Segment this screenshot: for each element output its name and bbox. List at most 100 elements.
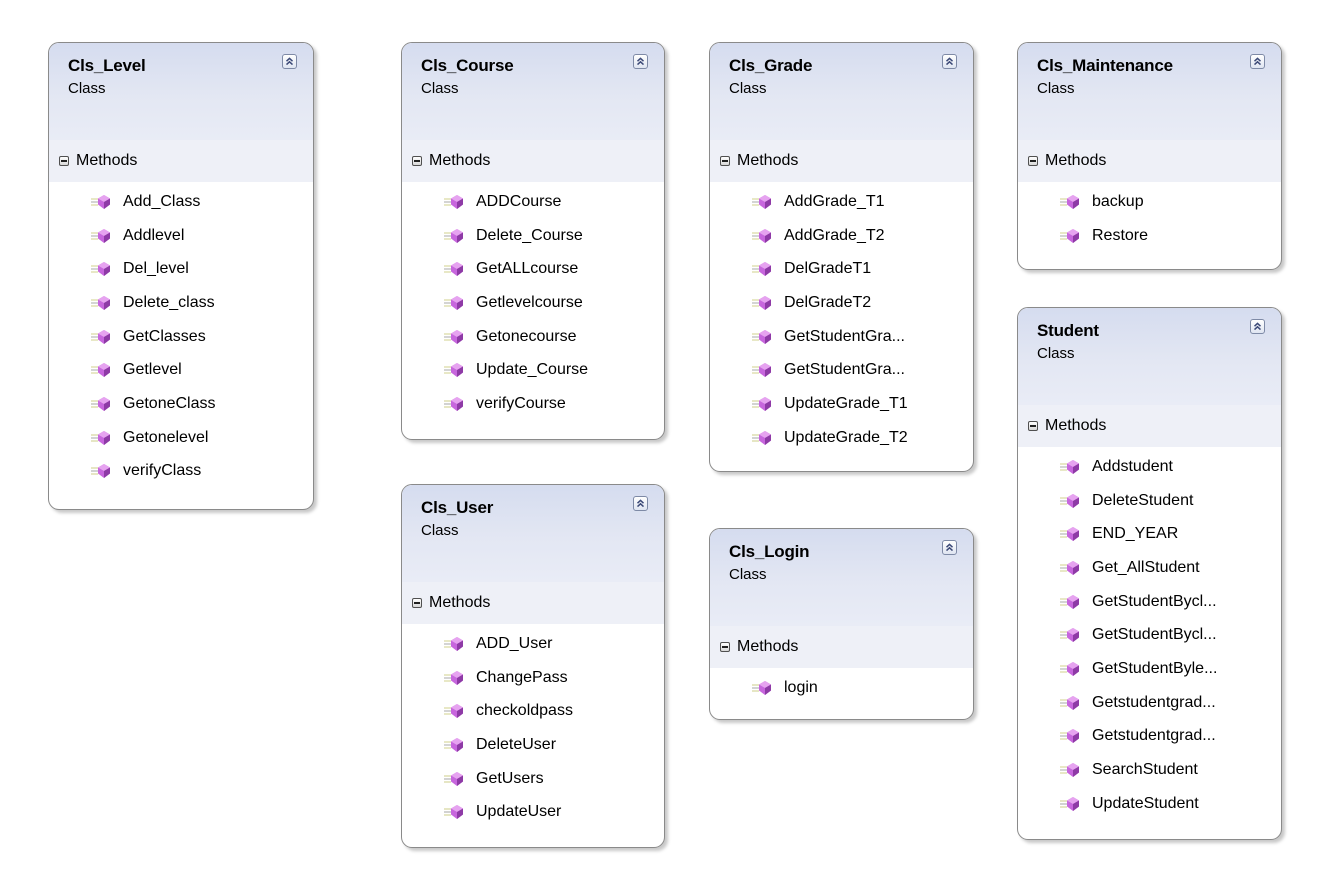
- method-item[interactable]: DelGradeT1: [710, 252, 973, 286]
- method-item[interactable]: Get_AllStudent: [1018, 551, 1281, 585]
- method-item[interactable]: Addlevel: [49, 219, 313, 253]
- collapse-chevron-up-icon[interactable]: [1250, 319, 1265, 334]
- method-item[interactable]: GetClasses: [49, 320, 313, 354]
- public-method-icon: [752, 329, 771, 344]
- method-name: GetUsers: [476, 769, 544, 787]
- method-item[interactable]: verifyCourse: [402, 387, 664, 421]
- method-item[interactable]: GetStudentByle...: [1018, 652, 1281, 686]
- method-item[interactable]: Delete_Course: [402, 219, 664, 253]
- class-box-cls-user[interactable]: Cls_User Class Methods ADD_User: [401, 484, 665, 848]
- class-box-cls-grade[interactable]: Cls_Grade Class Methods AddGrade_T1: [709, 42, 974, 472]
- class-header[interactable]: Cls_Course Class: [402, 43, 664, 140]
- collapse-chevron-up-icon[interactable]: [942, 54, 957, 69]
- method-item[interactable]: DeleteStudent: [1018, 484, 1281, 518]
- method-item[interactable]: Delete_class: [49, 286, 313, 320]
- methods-section-header[interactable]: Methods: [1018, 405, 1281, 447]
- methods-section-header[interactable]: Methods: [49, 140, 313, 182]
- methods-section-header[interactable]: Methods: [710, 626, 973, 668]
- method-item[interactable]: ADD_User: [402, 627, 664, 661]
- method-item[interactable]: UpdateGrade_T2: [710, 421, 973, 455]
- methods-section-header[interactable]: Methods: [1018, 140, 1281, 182]
- method-item[interactable]: UpdateUser: [402, 795, 664, 829]
- class-header[interactable]: Cls_Login Class: [710, 529, 973, 626]
- method-item[interactable]: DeleteUser: [402, 728, 664, 762]
- method-name: Getlevel: [123, 361, 182, 379]
- method-item[interactable]: GetStudentBycl...: [1018, 618, 1281, 652]
- public-method-icon: [1060, 194, 1079, 209]
- methods-section-header[interactable]: Methods: [402, 582, 664, 624]
- class-box-cls-course[interactable]: Cls_Course Class Methods ADDCourse: [401, 42, 665, 440]
- method-item[interactable]: Del_level: [49, 252, 313, 286]
- class-header[interactable]: Cls_Maintenance Class: [1018, 43, 1281, 140]
- collapse-minus-icon[interactable]: [412, 156, 422, 166]
- method-name: GetStudentByle...: [1092, 659, 1218, 677]
- collapse-chevron-up-icon[interactable]: [942, 540, 957, 555]
- class-kind-label: Class: [421, 522, 459, 539]
- method-name: Delete_class: [123, 293, 215, 311]
- collapse-chevron-up-icon[interactable]: [282, 54, 297, 69]
- method-item[interactable]: UpdateStudent: [1018, 787, 1281, 821]
- method-item[interactable]: Getlevelcourse: [402, 286, 664, 320]
- method-item[interactable]: UpdateGrade_T1: [710, 387, 973, 421]
- class-header[interactable]: Student Class: [1018, 308, 1281, 405]
- method-item[interactable]: GetALLcourse: [402, 252, 664, 286]
- method-item[interactable]: Add_Class: [49, 185, 313, 219]
- collapse-minus-icon[interactable]: [1028, 421, 1038, 431]
- collapse-minus-icon[interactable]: [412, 598, 422, 608]
- method-item[interactable]: Update_Course: [402, 353, 664, 387]
- class-header[interactable]: Cls_Grade Class: [710, 43, 973, 140]
- collapse-chevron-up-icon[interactable]: [1250, 54, 1265, 69]
- public-method-icon: [1060, 594, 1079, 609]
- class-box-cls-login[interactable]: Cls_Login Class Methods login: [709, 528, 974, 720]
- method-item[interactable]: login: [710, 671, 973, 705]
- method-item[interactable]: SearchStudent: [1018, 753, 1281, 787]
- public-method-icon: [752, 680, 771, 695]
- method-name: Addstudent: [1092, 457, 1173, 475]
- method-item[interactable]: Getstudentgrad...: [1018, 686, 1281, 720]
- method-item[interactable]: AddGrade_T2: [710, 219, 973, 253]
- method-name: SearchStudent: [1092, 761, 1198, 779]
- method-item[interactable]: GetStudentBycl...: [1018, 585, 1281, 619]
- collapse-minus-icon[interactable]: [720, 156, 730, 166]
- class-header[interactable]: Cls_User Class: [402, 485, 664, 582]
- method-name: END_YEAR: [1092, 525, 1179, 543]
- class-box-student[interactable]: Student Class Methods Addstudent: [1017, 307, 1282, 840]
- method-item[interactable]: backup: [1018, 185, 1281, 219]
- public-method-icon: [91, 228, 110, 243]
- collapse-minus-icon[interactable]: [59, 156, 69, 166]
- method-name: Getstudentgrad...: [1092, 727, 1216, 745]
- collapse-minus-icon[interactable]: [720, 642, 730, 652]
- class-kind-label: Class: [421, 80, 459, 97]
- class-box-cls-level[interactable]: Cls_Level Class Methods Add_Class: [48, 42, 314, 510]
- method-name: Get_AllStudent: [1092, 558, 1200, 576]
- method-item[interactable]: ChangePass: [402, 661, 664, 695]
- methods-section-label: Methods: [737, 638, 799, 655]
- class-header[interactable]: Cls_Level Class: [49, 43, 313, 140]
- method-item[interactable]: DelGradeT2: [710, 286, 973, 320]
- method-item[interactable]: checkoldpass: [402, 694, 664, 728]
- collapse-chevron-up-icon[interactable]: [633, 54, 648, 69]
- collapse-chevron-up-icon[interactable]: [633, 496, 648, 511]
- method-item[interactable]: END_YEAR: [1018, 517, 1281, 551]
- method-item[interactable]: Addstudent: [1018, 450, 1281, 484]
- method-item[interactable]: Getonecourse: [402, 320, 664, 354]
- method-name: checkoldpass: [476, 702, 573, 720]
- public-method-icon: [444, 805, 463, 820]
- method-name: AddGrade_T1: [784, 192, 885, 210]
- class-kind-label: Class: [729, 566, 767, 583]
- methods-section-header[interactable]: Methods: [710, 140, 973, 182]
- method-item[interactable]: verifyClass: [49, 455, 313, 489]
- method-item[interactable]: Restore: [1018, 219, 1281, 253]
- method-item[interactable]: Getonelevel: [49, 421, 313, 455]
- method-item[interactable]: Getstudentgrad...: [1018, 720, 1281, 754]
- methods-section-header[interactable]: Methods: [402, 140, 664, 182]
- method-item[interactable]: GetStudentGra...: [710, 353, 973, 387]
- class-box-cls-maintenance[interactable]: Cls_Maintenance Class Methods backup: [1017, 42, 1282, 270]
- collapse-minus-icon[interactable]: [1028, 156, 1038, 166]
- method-item[interactable]: AddGrade_T1: [710, 185, 973, 219]
- method-item[interactable]: Getlevel: [49, 353, 313, 387]
- method-item[interactable]: GetUsers: [402, 762, 664, 796]
- method-item[interactable]: ADDCourse: [402, 185, 664, 219]
- method-item[interactable]: GetoneClass: [49, 387, 313, 421]
- method-item[interactable]: GetStudentGra...: [710, 320, 973, 354]
